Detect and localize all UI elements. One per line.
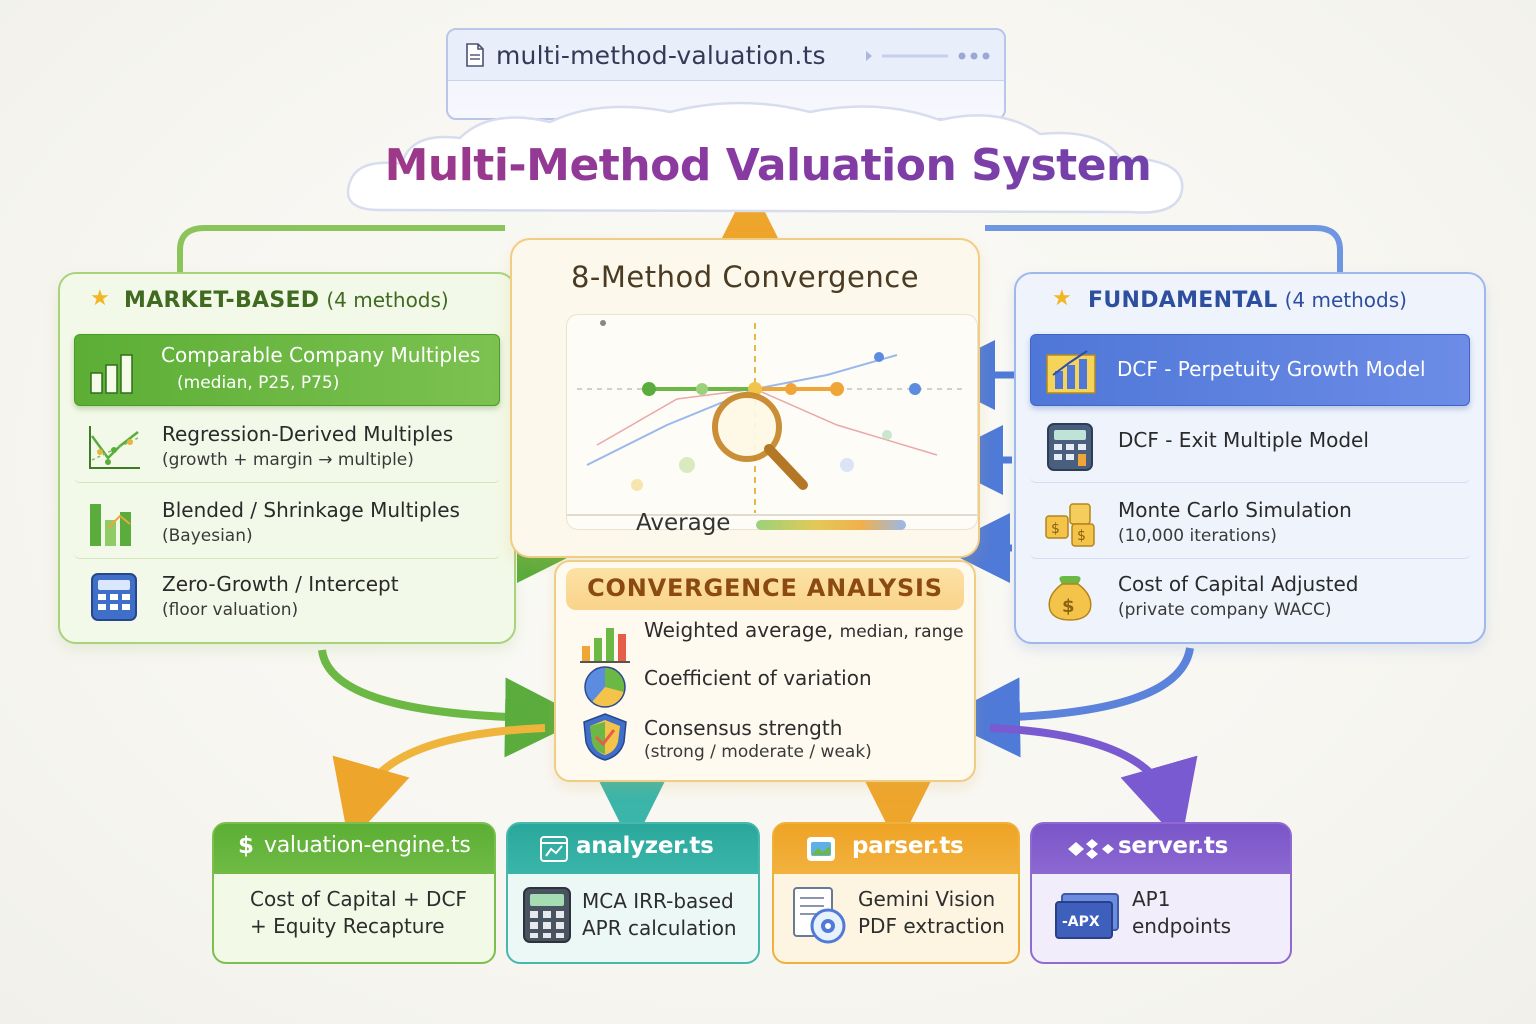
network-icon xyxy=(1068,839,1114,859)
title-cloud xyxy=(346,101,1184,214)
market-based-panel: ★ MARKET-BASED (4 methods) Comparable Co… xyxy=(58,272,516,644)
file-tab-bar: multi-method-valuation.ts xyxy=(448,30,1004,81)
module-description: Cost of Capital + DCF + Equity Recapture xyxy=(250,887,467,938)
module-analyzer[interactable]: analyzer.ts MCA IRR-based APR calculatio… xyxy=(506,822,760,964)
method-monte-carlo[interactable]: $$ Monte Carlo Simulation (10,000 iterat… xyxy=(1030,488,1470,559)
fundamental-panel: ★ FUNDAMENTAL (4 methods) DCF - Perpetui… xyxy=(1014,272,1486,644)
method-dcf-exit-multiple[interactable]: DCF - Exit Multiple Model xyxy=(1030,412,1470,483)
window-icon xyxy=(540,836,568,862)
module-name: analyzer.ts xyxy=(576,833,714,859)
svg-text:$: $ xyxy=(1051,521,1060,537)
module-parser[interactable]: parser.ts Gemini Vision PDF extraction xyxy=(772,822,1020,964)
method-blended-multiples[interactable]: Blended / Shrinkage Multiples (Bayesian) xyxy=(74,488,500,559)
module-description: MCA IRR-based APR calculation xyxy=(582,889,737,940)
document-scan-icon xyxy=(793,887,846,944)
average-label: Average xyxy=(636,510,731,536)
method-dcf-perpetuity[interactable]: DCF - Perpetuity Growth Model xyxy=(1030,334,1470,406)
fundamental-heading: FUNDAMENTAL (4 methods) xyxy=(1088,288,1407,313)
calculator-icon xyxy=(91,573,137,621)
api-icon: -APX xyxy=(1055,893,1119,939)
module-name: server.ts xyxy=(1118,833,1229,859)
analysis-heading: CONVERGENCE ANALYSIS xyxy=(566,568,964,610)
bar-chart-icon xyxy=(90,354,133,394)
growth-chart-icon xyxy=(1046,350,1096,394)
svg-text:-APX: -APX xyxy=(1062,914,1100,930)
convergence-illustration xyxy=(567,320,977,516)
star-icon: ★ xyxy=(90,286,110,311)
analysis-coefficient-variation: Coefficient of variation xyxy=(644,666,872,690)
analysis-weighted-average: Weighted average, median, range xyxy=(644,618,964,642)
calculator-icon xyxy=(1047,423,1093,471)
convergence-panel: 8-Method Convergence Average xyxy=(510,238,980,558)
bar-chart-icon xyxy=(580,628,630,663)
dollar-icon: $ xyxy=(238,833,254,859)
page-title: Multi-Method Valuation System xyxy=(0,140,1536,191)
module-valuation-engine[interactable]: $ valuation-engine.ts Cost of Capital + … xyxy=(212,822,496,964)
dice-icon: $$ xyxy=(1045,503,1095,547)
analysis-consensus-subtitle: (strong / moderate / weak) xyxy=(644,742,872,762)
method-regression-multiples[interactable]: Regression-Derived Multiples (growth + m… xyxy=(74,412,500,483)
method-comparable-multiples[interactable]: Comparable Company Multiples (median, P2… xyxy=(74,334,500,406)
module-name: valuation-engine.ts xyxy=(264,833,471,858)
analysis-consensus-strength: Consensus strength xyxy=(644,716,843,740)
convergence-chart xyxy=(566,314,978,530)
file-tab[interactable]: multi-method-valuation.ts xyxy=(446,28,1006,120)
module-server[interactable]: server.ts -APX AP1 endpoints xyxy=(1030,822,1292,964)
shield-icon xyxy=(583,713,627,761)
market-based-heading: MARKET-BASED (4 methods) xyxy=(124,288,449,313)
svg-text:$: $ xyxy=(1077,528,1086,544)
convergence-analysis-panel: CONVERGENCE ANALYSIS Weighted average, m… xyxy=(554,560,976,782)
method-zero-growth[interactable]: Zero-Growth / Intercept (floor valuation… xyxy=(74,562,500,632)
calculator-icon xyxy=(523,887,571,943)
method-cost-of-capital[interactable]: $ Cost of Capital Adjusted (private comp… xyxy=(1030,562,1470,632)
scatter-trend-icon xyxy=(89,426,140,469)
file-icon xyxy=(466,43,484,67)
average-bar xyxy=(756,520,906,530)
star-icon: ★ xyxy=(1052,286,1072,311)
blended-bars-icon xyxy=(90,504,131,546)
module-description: Gemini Vision PDF extraction xyxy=(858,887,1005,938)
svg-text:$: $ xyxy=(1062,596,1075,617)
pie-chart-icon xyxy=(584,666,626,708)
tab-controls-icon xyxy=(866,51,990,61)
convergence-title: 8-Method Convergence xyxy=(570,260,920,294)
money-bag-icon: $ xyxy=(1048,576,1092,621)
module-name: parser.ts xyxy=(852,833,964,859)
image-icon xyxy=(807,837,835,861)
module-description: AP1 endpoints xyxy=(1132,887,1232,938)
file-tab-name: multi-method-valuation.ts xyxy=(496,41,826,70)
